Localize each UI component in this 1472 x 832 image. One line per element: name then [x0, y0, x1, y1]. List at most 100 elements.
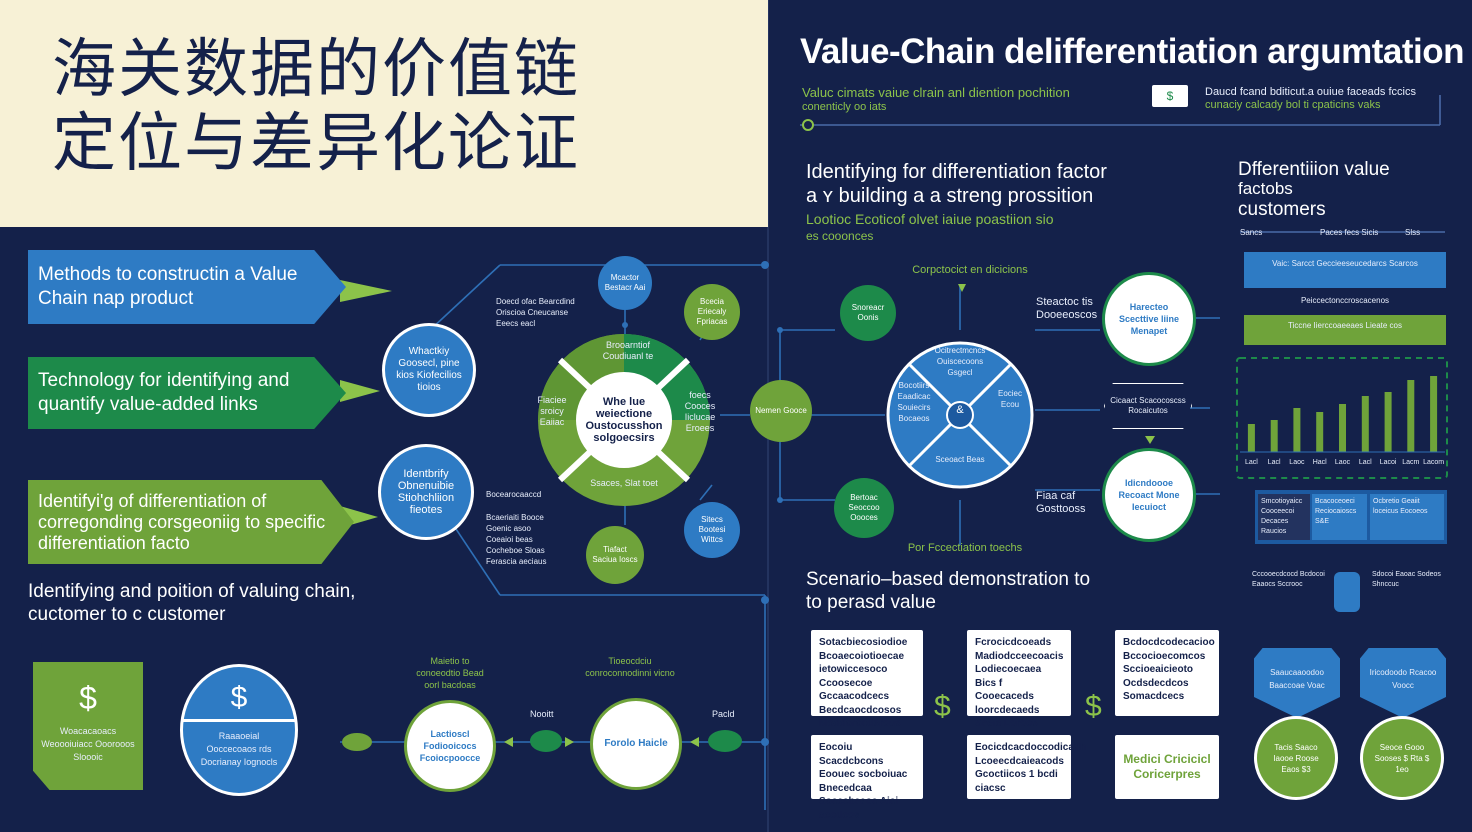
dollar-icon: $	[79, 680, 97, 716]
bar-label: Lacl	[1359, 459, 1372, 466]
diff-bar-mid: Peiccectonccroscacenos	[1300, 296, 1390, 305]
section-label: Methods to constructin a Value Chain nap…	[38, 264, 298, 309]
bar	[1316, 412, 1324, 452]
section-differentiation: Identifyi'g of differentiation of correg…	[28, 480, 354, 564]
bottom-left-box: $ Woacacaoacs Weoooiuiacc Ooorooos Slooo…	[33, 662, 143, 790]
hub-note-mid: Bocearocaaccd	[486, 490, 542, 499]
diff-title-2: factobs	[1238, 179, 1293, 198]
bar-label: Lacoi	[1380, 459, 1397, 466]
bottom-right-circle: Tacis Saaco Iaooe Roose Eaos $3	[1254, 716, 1338, 800]
flow-label: Nooitt	[530, 709, 554, 719]
flow-node-pill	[342, 733, 372, 751]
mid-circle-top: Snoreacr Oonis	[840, 285, 896, 341]
flow-node: Lactioscl Fodiooicocs Fcoiocpoocce	[404, 700, 496, 792]
scenario-card-highlight: Medici Cricicicl Coricerpres	[1115, 735, 1219, 799]
flow-node: Forolo Haicle	[590, 698, 682, 790]
hub-segment: foecs Cooces Iiclucae Eroees	[684, 390, 716, 433]
satellite-top-right: Bcecia Eriecaly Fpriacas	[684, 284, 740, 340]
title-line-2: 定位与差异化论证	[52, 107, 580, 181]
hub-note-bottom: Bcaeriaiti Booce Goenic asoo Coeaioi bea…	[486, 513, 547, 566]
bar	[1339, 404, 1346, 452]
dollar-icon: $	[230, 681, 248, 714]
scenario-card: Bcdocdcodecacioo Bccocioecomcos Sccioeai…	[1115, 630, 1219, 716]
scenario-card: Sotacbiecosiodioe Bcoaecoiotioecae ietow…	[811, 630, 923, 729]
scenario-card: Fcrocicdcoeads Madiodcceecoacis Lodiecoe…	[967, 630, 1071, 729]
right-hub-quadrant: Eociec Ecou	[997, 389, 1022, 409]
bottom-right-note: Sdocoi Eaoac Sodeos Shnccuc	[1372, 571, 1441, 588]
bar-label: Lacom	[1423, 459, 1444, 466]
left-circle-1: Whactkiy Goosecl, pine kios Kiofecilios …	[382, 323, 476, 417]
scenario-card: Eocoiu Scacdcbcons Eoouec socboiuac Bnec…	[811, 735, 923, 821]
scenario-card: Eocicdcacdoccodicadh Lcoeecdcaieacods Gc…	[967, 735, 1086, 799]
diff-legend-1: Sancs	[1240, 228, 1263, 237]
bar-label: Hacl	[1313, 459, 1327, 466]
right-item-label: Steactoc tis Dooeeoscos	[1036, 296, 1098, 321]
factor-title-4: es cooonces	[806, 229, 874, 243]
left-circle-2: Identbrify Obnenuibie Stiohchliion fieot…	[378, 444, 474, 540]
right-hub-circle	[886, 341, 1034, 489]
right-hub-quadrant: Ocitrectmcncs Ouiscecoons Gsgecl	[934, 346, 986, 377]
right-hub-caption-top: Corpctocict en dicicions	[912, 264, 1028, 276]
title-panel: 海关数据的价值链 定位与差异化论证	[0, 0, 768, 227]
center-hub-ring	[538, 334, 710, 506]
bar-label: Lacl	[1268, 459, 1281, 466]
hub-segment: Ssaces, Slat toet	[590, 478, 658, 488]
bar-label: Lacm	[1402, 459, 1419, 466]
right-item-circle-bottom: Idicndoooe Recoact Mone Iecuioct	[1102, 448, 1196, 542]
diff-title-1: Dfferentiiion value	[1238, 159, 1390, 180]
diff-bar-1: Vaic: Sarcct Geccieeseucedarcs Scarcos	[1244, 252, 1446, 288]
factor-title-2: a ʏ building a a streng prossition	[806, 185, 1094, 207]
bar-label: Lacl	[1245, 459, 1258, 466]
flow-node-pill	[530, 730, 562, 752]
hub-segment: Fiaciee sroicy Eaiiac	[537, 395, 567, 427]
satellite-top: Mcactor Bestacr Aai	[598, 256, 652, 310]
flow-node-pill	[708, 730, 742, 752]
main-title: Value-Chain delifferentiation argumtatio…	[800, 32, 1465, 71]
bar	[1247, 424, 1255, 452]
dollar-icon: $	[934, 690, 951, 723]
diff-bar-2: Ticcne Iierccoaeeaes Lieate cos	[1244, 315, 1446, 345]
bottom-right-note: Cccooecdcocd Bcdocoi Eaaocs Sccrooc	[1252, 571, 1325, 588]
right-hub-center: &	[956, 404, 964, 416]
bar-chart: Lacl Lacl Laoc Hacl Laoc Lacl Lacoi Lacm Lacom	[1240, 376, 1445, 466]
diff-legend-2: Paces fecs Sicis	[1320, 228, 1379, 237]
right-item-circle-top: Harecteo Scecttive liine Menapet	[1102, 272, 1196, 366]
subtitle-line-2: conenticly oo iats	[802, 101, 887, 113]
right-hub-quadrant: Bocotiirs Eaadicac Souiecirs Bocaeos	[897, 381, 931, 423]
satellite-bottom-right: Sitecs Bootesi Wittcs	[684, 502, 740, 558]
factor-title-1: Identifying for differentiation factor	[806, 161, 1107, 183]
bar	[1407, 380, 1415, 452]
bar	[1270, 420, 1278, 452]
bottom-right-circle: Seoce Gooo Sooses $ Rta $ 1eo	[1360, 716, 1444, 800]
section-label: Technology for identifying and quantify …	[38, 370, 290, 415]
section-label: Identifyi'g of differentiation of correg…	[38, 490, 326, 553]
right-item-label: Fiaa caf Gosttooss	[1036, 490, 1086, 515]
center-hub-core: Whe lue weiectione Oustocusshon solgoecs…	[585, 396, 663, 444]
factor-title-3: Lootioc Ecoticof olvet iaiue poastiion s…	[806, 211, 1054, 227]
bar	[1384, 392, 1392, 452]
positioning-title: Identifying and poition of valuing chain…	[28, 581, 356, 625]
subtitle-line-1: Valuc cimats vaiue clrain anl diention p…	[802, 85, 1070, 100]
bar	[1430, 376, 1438, 452]
scenario-title-2: to perasd value	[806, 592, 936, 613]
bar	[1361, 396, 1369, 452]
bar-label: Laoc	[1289, 459, 1305, 466]
bottom-left-circle: $ Raaaoeial Ooccecoaos rds Docrianay Iog…	[180, 664, 298, 796]
device-icon	[1334, 572, 1360, 612]
flow-label: Pacld	[712, 709, 735, 719]
subtitle-right-2: cunaciy calcady bol ti cpaticins vaks	[1205, 99, 1381, 111]
right-item-hexagon: Cicaact Scacocoscss Rocaicutos	[1104, 383, 1192, 429]
bar-label: Laoc	[1335, 459, 1351, 466]
satellite-right: Nemen Gooce	[750, 380, 812, 442]
mid-circle-bottom: Bertoac Seoccoo Oooces	[834, 478, 894, 538]
scenario-title-1: Scenario–based demonstration to	[806, 569, 1091, 590]
diff-legend-3: Slss	[1405, 228, 1421, 237]
bar	[1293, 408, 1301, 452]
section-value-added-links: Technology for identifying and quantify …	[28, 357, 346, 429]
satellite-bottom: Tiafact Saciua Ioscs	[586, 526, 644, 584]
divider	[183, 719, 295, 722]
subtitle-right-1: Daucd fcand bditicut.a ouiue faceads fcc…	[1205, 86, 1416, 98]
dollar-icon: $	[1085, 690, 1102, 723]
